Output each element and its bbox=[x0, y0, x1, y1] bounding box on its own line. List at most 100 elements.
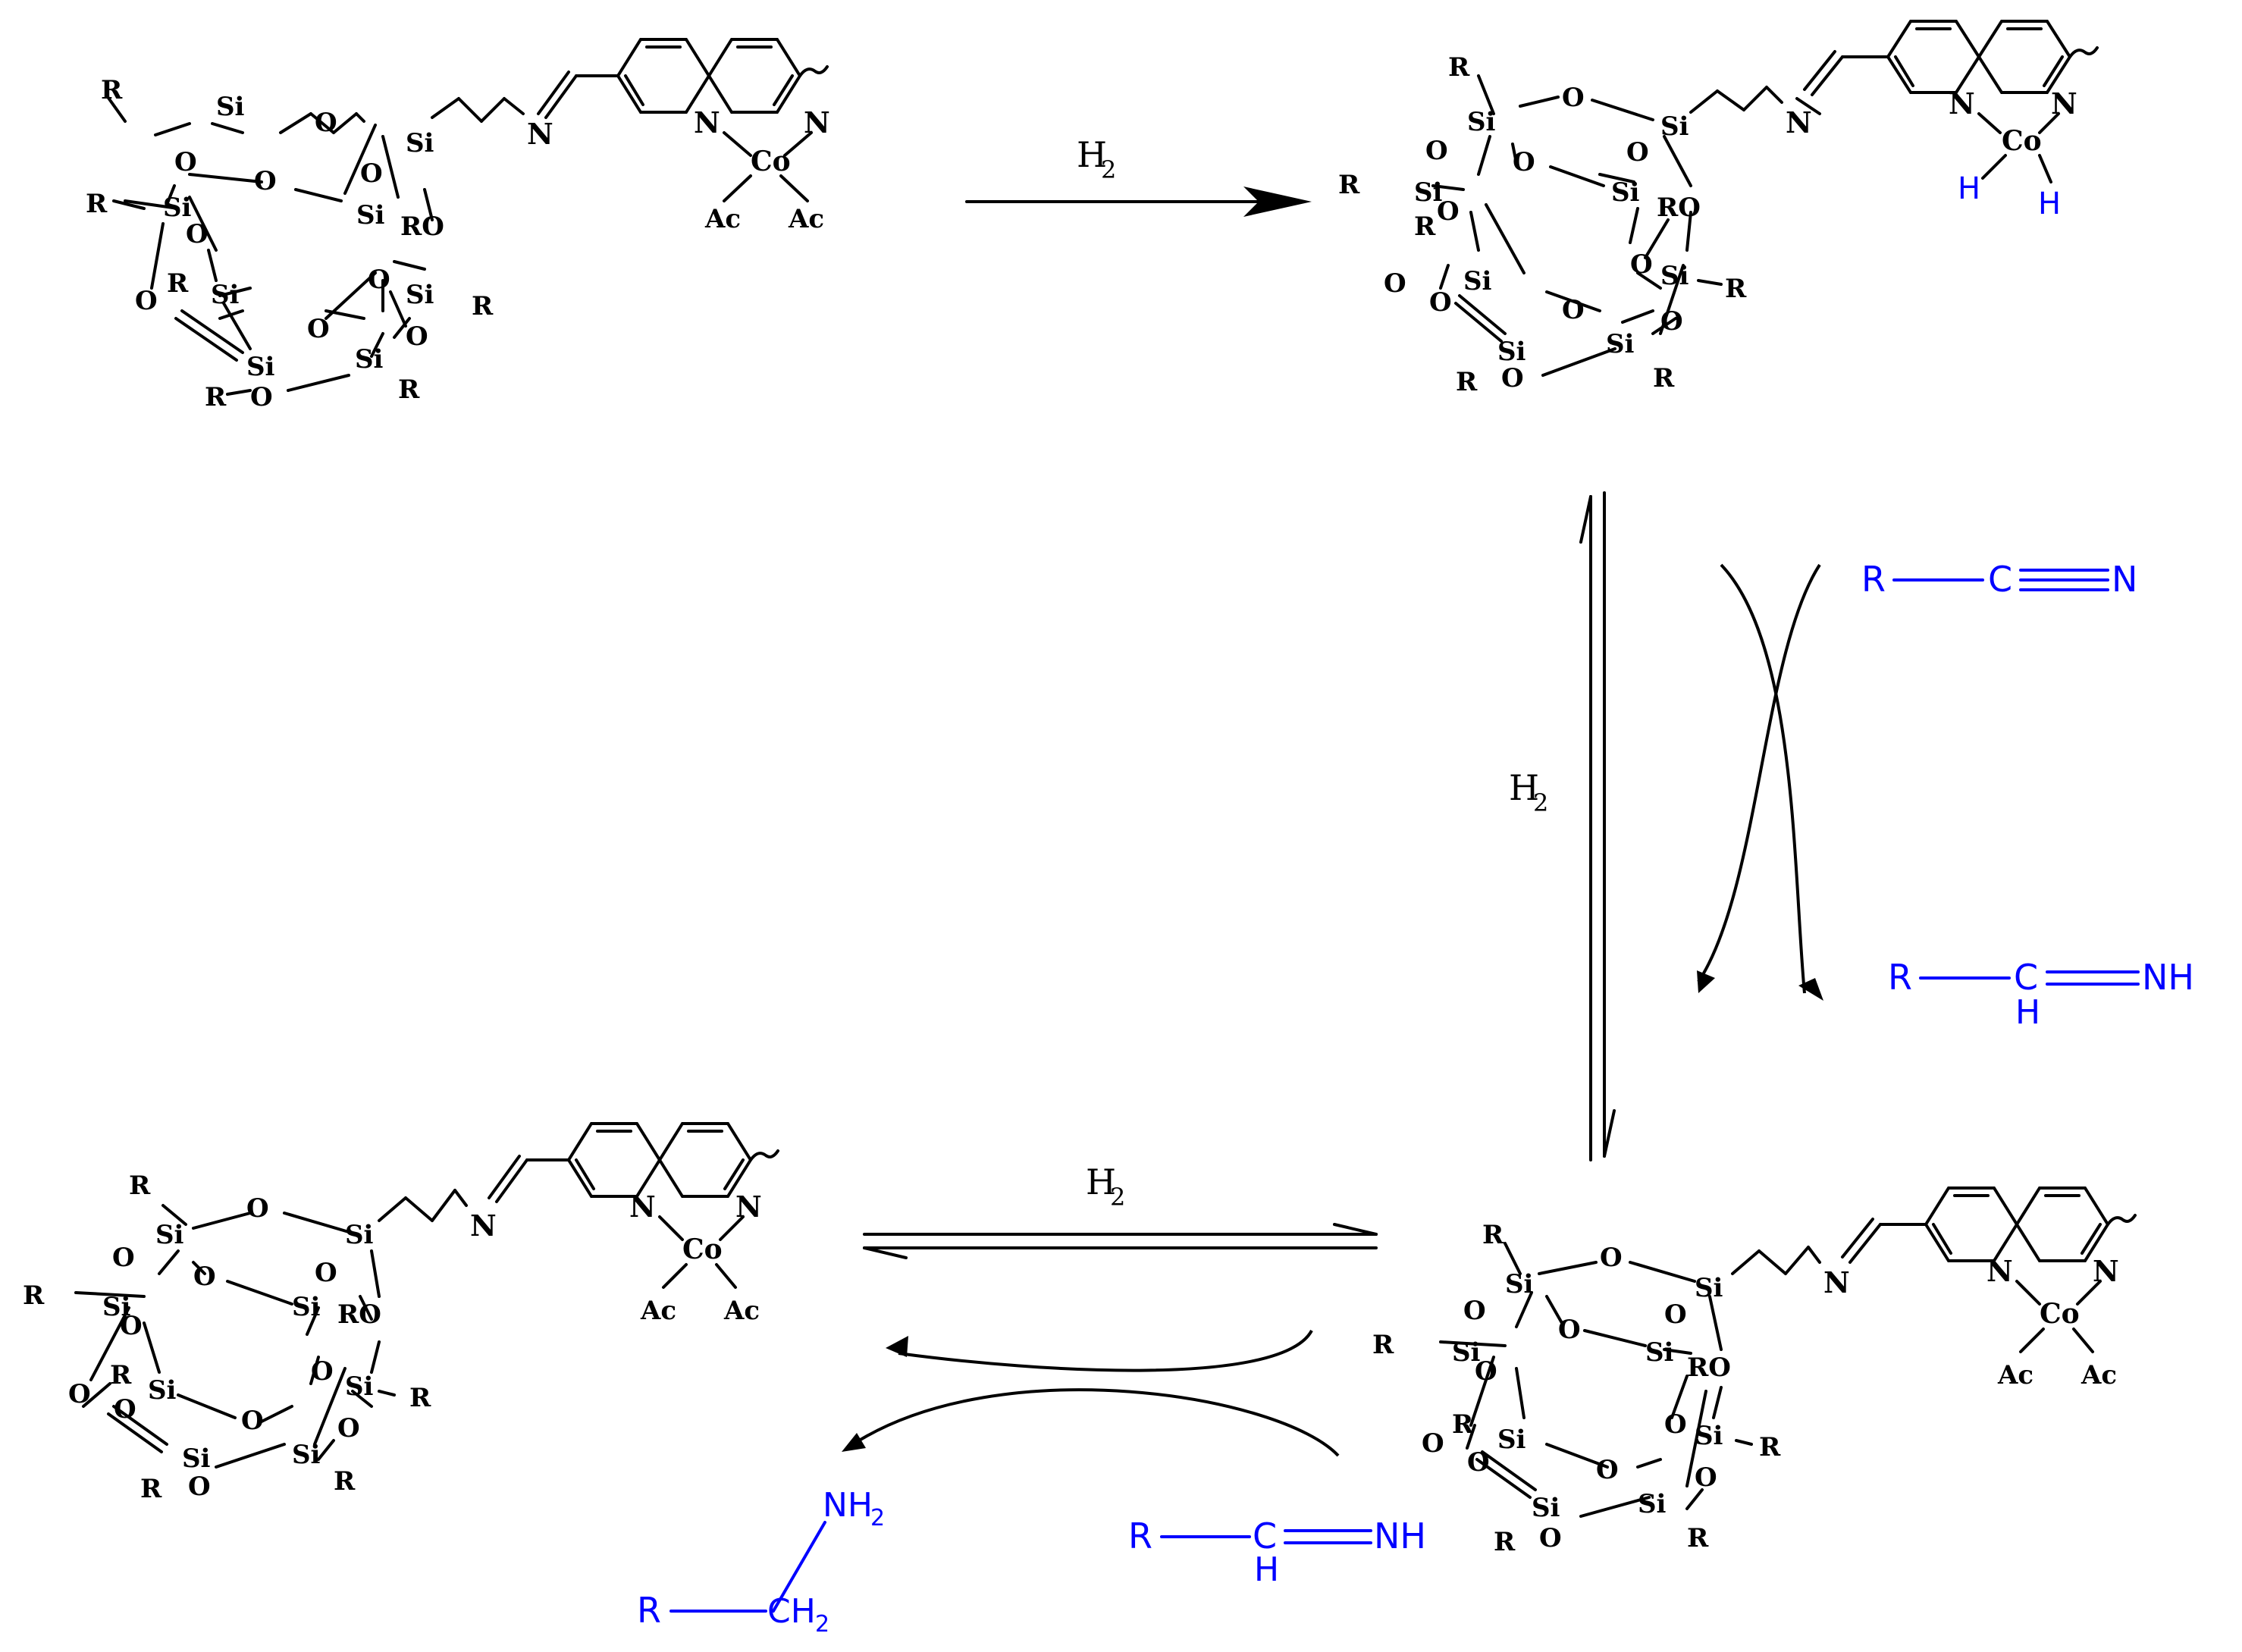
svg-text:O: O bbox=[186, 219, 209, 249]
svg-text:N: N bbox=[629, 1190, 656, 1224]
svg-text:O: O bbox=[1664, 1299, 1687, 1330]
svg-text:O: O bbox=[337, 1413, 360, 1444]
svg-text:R: R bbox=[1448, 52, 1470, 83]
svg-text:O: O bbox=[1422, 1428, 1444, 1459]
svg-text:O: O bbox=[114, 1394, 136, 1425]
svg-text:Si: Si bbox=[1463, 266, 1492, 296]
svg-text:N: N bbox=[1986, 1254, 2013, 1288]
svg-text:N: N bbox=[527, 117, 553, 151]
svg-text:2: 2 bbox=[1533, 788, 1548, 817]
imine-hydrogenation-arrow: H 2 bbox=[863, 1161, 1378, 1259]
svg-text:Si: Si bbox=[1606, 329, 1635, 359]
svg-text:Si: Si bbox=[1660, 261, 1689, 291]
svg-text:Si: Si bbox=[148, 1375, 177, 1406]
cobalt-dihydride-catalyst: R Si O Si O O O R Si Si O RO R O Si Si R… bbox=[1338, 20, 2099, 397]
imine-intermediate-bottom: R C H NH bbox=[1128, 1516, 1426, 1589]
svg-text:O: O bbox=[307, 314, 330, 344]
regenerated-catalyst: R Si O Si O O O R Si Si O RO R Si O Si R… bbox=[23, 1122, 779, 1504]
svg-text:Si: Si bbox=[182, 1444, 211, 1474]
svg-text:O: O bbox=[1437, 196, 1460, 227]
svg-text:Si: Si bbox=[1467, 107, 1496, 137]
svg-text:Ac: Ac bbox=[788, 204, 824, 234]
svg-text:O: O bbox=[1539, 1523, 1562, 1553]
svg-text:O: O bbox=[1562, 83, 1585, 113]
svg-text:R: R bbox=[101, 75, 123, 105]
svg-text:O: O bbox=[250, 382, 273, 412]
svg-text:Si: Si bbox=[345, 1220, 374, 1250]
svg-text:Si: Si bbox=[1532, 1493, 1560, 1523]
svg-text:Co: Co bbox=[751, 146, 791, 177]
svg-text:N: N bbox=[1949, 86, 1975, 121]
svg-text:R: R bbox=[472, 291, 494, 321]
svg-text:Ac: Ac bbox=[640, 1296, 676, 1326]
svg-text:O: O bbox=[311, 1356, 334, 1387]
svg-text:Ac: Ac bbox=[723, 1296, 760, 1326]
svg-text:Si: Si bbox=[1695, 1421, 1723, 1451]
svg-text:RO: RO bbox=[1687, 1353, 1731, 1383]
svg-text:Si: Si bbox=[216, 92, 245, 122]
svg-text:C: C bbox=[2014, 957, 2038, 998]
svg-text:O: O bbox=[1501, 363, 1524, 393]
svg-text:O: O bbox=[315, 108, 337, 138]
svg-text:R: R bbox=[110, 1360, 132, 1390]
svg-text:O: O bbox=[1630, 249, 1653, 280]
svg-text:Si: Si bbox=[1645, 1337, 1674, 1368]
svg-text:R: R bbox=[1888, 957, 1912, 998]
svg-text:N: N bbox=[1786, 105, 1812, 139]
svg-text:Ac: Ac bbox=[1997, 1360, 2033, 1390]
nitrile-uptake-curved-arrows bbox=[1697, 563, 1823, 1001]
svg-text:H: H bbox=[1086, 1161, 1116, 1202]
svg-text:O: O bbox=[135, 286, 158, 316]
svg-text:H: H bbox=[1254, 1550, 1279, 1589]
svg-text:O: O bbox=[193, 1262, 216, 1292]
svg-text:2: 2 bbox=[815, 1611, 829, 1638]
svg-text:Si: Si bbox=[406, 128, 434, 158]
svg-text:Si: Si bbox=[1414, 177, 1443, 208]
svg-text:Si: Si bbox=[1611, 177, 1640, 208]
svg-text:Co: Co bbox=[682, 1234, 723, 1265]
svg-text:2: 2 bbox=[1110, 1183, 1125, 1212]
svg-text:Ac: Ac bbox=[704, 204, 741, 234]
svg-text:R: R bbox=[167, 268, 189, 299]
svg-text:2: 2 bbox=[1101, 155, 1116, 184]
svg-text:H: H bbox=[1077, 134, 1107, 175]
svg-text:R: R bbox=[637, 1590, 661, 1631]
svg-text:R: R bbox=[334, 1466, 356, 1497]
svg-text:R: R bbox=[1338, 170, 1360, 200]
svg-text:O: O bbox=[1463, 1296, 1486, 1326]
svg-text:R: R bbox=[1372, 1330, 1394, 1360]
svg-text:R: R bbox=[1456, 367, 1478, 397]
svg-text:Si: Si bbox=[356, 200, 385, 230]
svg-text:NH: NH bbox=[823, 1486, 873, 1525]
svg-text:O: O bbox=[1664, 1409, 1687, 1440]
svg-text:O: O bbox=[1425, 136, 1448, 166]
svg-text:Si: Si bbox=[211, 280, 240, 310]
svg-text:Si: Si bbox=[1638, 1489, 1667, 1519]
svg-text:RO: RO bbox=[1657, 193, 1701, 223]
svg-text:R: R bbox=[1414, 212, 1436, 242]
svg-text:Si: Si bbox=[1452, 1337, 1481, 1368]
nitrile-reactant: R C N bbox=[1861, 559, 2137, 600]
catalyst-precursor: R Si O O Si R Si O O Si RO O O R Si Si R… bbox=[86, 38, 830, 412]
svg-text:O: O bbox=[254, 166, 277, 196]
svg-text:R: R bbox=[23, 1281, 45, 1311]
svg-text:Si: Si bbox=[1660, 111, 1689, 142]
svg-text:R: R bbox=[1653, 363, 1675, 393]
svg-text:2: 2 bbox=[870, 1505, 885, 1531]
svg-text:Si: Si bbox=[345, 1371, 374, 1402]
svg-text:RO: RO bbox=[400, 212, 444, 242]
svg-text:R: R bbox=[1687, 1523, 1709, 1553]
svg-text:O: O bbox=[1660, 306, 1683, 337]
svg-text:Si: Si bbox=[102, 1292, 131, 1322]
cobalt-imine-catalyst: R Si O Si O O O R Si Si O RO R O Si Si R… bbox=[1372, 1186, 2137, 1557]
svg-text:C: C bbox=[1253, 1516, 1277, 1556]
svg-text:O: O bbox=[1429, 287, 1452, 318]
svg-text:O: O bbox=[241, 1406, 264, 1436]
svg-text:O: O bbox=[406, 321, 428, 352]
svg-text:Si: Si bbox=[163, 193, 192, 223]
svg-text:Co: Co bbox=[2002, 125, 2042, 157]
svg-text:NH: NH bbox=[2142, 957, 2194, 998]
svg-text:R: R bbox=[1482, 1220, 1504, 1250]
svg-text:R: R bbox=[140, 1474, 162, 1504]
svg-text:O: O bbox=[1513, 147, 1535, 177]
